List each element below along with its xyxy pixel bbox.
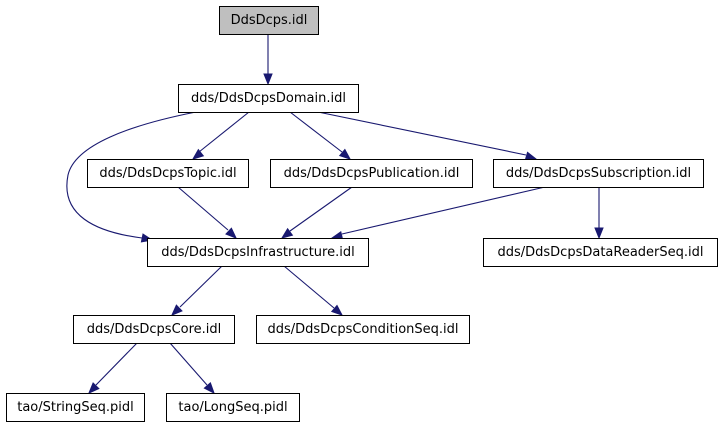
edge-line	[169, 342, 208, 386]
arrowhead-icon	[225, 227, 237, 239]
node-label: tao/LongSeq.pidl	[178, 400, 287, 415]
node-label: dds/DdsDcpsInfrastructure.idl	[161, 245, 354, 260]
edge-core-to-strseq	[88, 342, 138, 394]
node-box	[493, 159, 704, 188]
arrowhead-icon	[203, 381, 215, 395]
node-box	[166, 393, 300, 422]
node-topic[interactable]: dds/DdsDcpsTopic.idl	[87, 159, 249, 188]
edge-domain-to-sub	[317, 111, 538, 161]
arrowhead-icon	[191, 148, 205, 160]
node-label: dds/DdsDcpsSubscription.idl	[506, 166, 691, 181]
node-drseq[interactable]: dds/DdsDcpsDataReaderSeq.idl	[483, 238, 718, 267]
edge-core-to-longseq	[169, 342, 215, 395]
edge-sub-to-infra	[330, 186, 546, 241]
edge-line	[179, 265, 223, 308]
arrowhead-icon	[280, 227, 294, 239]
edge-sub-to-drseq	[594, 187, 604, 240]
node-box	[219, 6, 319, 35]
node-core[interactable]: dds/DdsDcpsCore.idl	[73, 315, 235, 344]
edge-line	[177, 186, 229, 231]
node-label: dds/DdsDcpsConditionSeq.idl	[267, 322, 458, 337]
nodes-layer: DdsDcps.idl dds/DdsDcpsDomain.idl dds/DdsD…	[6, 6, 718, 422]
arrowhead-icon	[263, 73, 273, 86]
node-box	[178, 84, 359, 113]
node-label: dds/DdsDcpsTopic.idl	[99, 166, 236, 181]
edge-line	[66, 111, 197, 239]
arrowhead-icon	[594, 227, 604, 240]
edge-infra-to-core	[171, 265, 223, 316]
edge-line	[289, 186, 353, 232]
node-label: DdsDcps.idl	[231, 13, 308, 28]
edge-line	[198, 111, 250, 153]
arrowhead-icon	[171, 304, 183, 316]
node-box	[87, 159, 249, 188]
arrowhead-icon	[330, 304, 344, 316]
edge-domain-to-pub	[289, 111, 352, 160]
edge-line	[283, 265, 335, 309]
node-strseq[interactable]: tao/StringSeq.pidl	[6, 393, 145, 422]
node-infra[interactable]: dds/DdsDcpsInfrastructure.idl	[147, 238, 369, 267]
node-label: dds/DdsDcpsDomain.idl	[191, 91, 346, 106]
node-label: dds/DdsDcpsDataReaderSeq.idl	[497, 245, 703, 260]
node-box	[256, 315, 470, 344]
node-root: DdsDcps.idl	[219, 6, 319, 35]
node-box	[270, 159, 473, 188]
node-box	[6, 393, 145, 422]
arrowhead-icon	[338, 148, 352, 160]
edge-domain-to-topic	[191, 111, 250, 160]
edge-line	[289, 111, 343, 153]
node-box	[147, 238, 369, 267]
node-pub[interactable]: dds/DdsDcpsPublication.idl	[270, 159, 473, 188]
arrowhead-icon	[88, 382, 100, 394]
edge-line	[95, 342, 138, 386]
node-label: dds/DdsDcpsCore.idl	[87, 322, 222, 337]
node-label: dds/DdsDcpsPublication.idl	[284, 166, 460, 181]
arrowhead-icon	[524, 151, 538, 161]
node-longseq[interactable]: tao/LongSeq.pidl	[166, 393, 300, 422]
node-condseq[interactable]: dds/DdsDcpsConditionSeq.idl	[256, 315, 470, 344]
edge-line	[341, 186, 546, 235]
node-box	[483, 238, 718, 267]
edge-line	[317, 111, 527, 156]
node-box	[73, 315, 235, 344]
edge-topic-to-infra	[177, 186, 237, 239]
node-domain[interactable]: dds/DdsDcpsDomain.idl	[178, 84, 359, 113]
node-sub[interactable]: dds/DdsDcpsSubscription.idl	[493, 159, 704, 188]
edge-infra-to-condseq	[283, 265, 344, 316]
edge-root-to-domain	[263, 34, 273, 86]
node-label: tao/StringSeq.pidl	[17, 400, 134, 415]
edge-pub-to-infra	[280, 186, 353, 239]
